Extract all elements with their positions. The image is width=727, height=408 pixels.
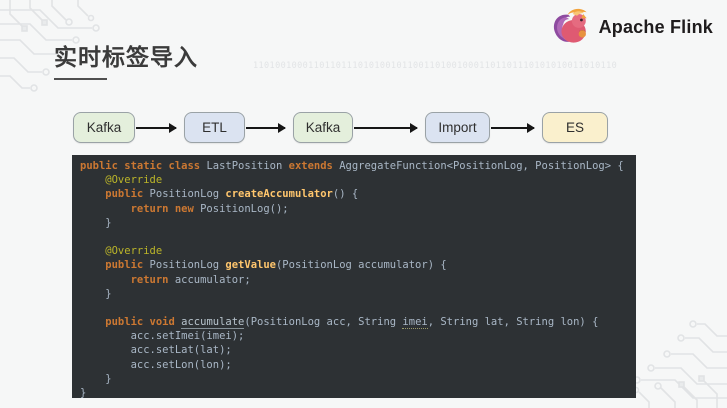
code-token: } xyxy=(80,287,112,300)
title-underline xyxy=(54,78,107,80)
code-line: public PositionLog getValue(PositionLog … xyxy=(80,258,636,272)
flow-node-import: Import xyxy=(425,112,490,143)
code-token: LastPosition xyxy=(206,160,289,172)
flink-squirrel-icon xyxy=(553,8,587,43)
code-token: PositionLog(); xyxy=(200,202,289,215)
code-line xyxy=(80,230,636,244)
flow-node-kafka-mid: Kafka xyxy=(293,112,353,143)
code-line: } xyxy=(80,386,636,398)
code-line: @Override xyxy=(80,244,636,258)
code-token: @Override xyxy=(80,174,163,187)
code-token: (PositionLog acc, String xyxy=(244,316,403,329)
flow-arrow-icon xyxy=(246,123,286,133)
code-token: getValue xyxy=(225,259,276,272)
pipeline-diagram: Kafka ETL Kafka Import ES xyxy=(0,0,727,150)
code-line: public void accumulate(PositionLog acc, … xyxy=(80,315,636,330)
code-token: acc.setImei(imei); xyxy=(80,330,245,343)
code-token: , String lat, String lon) { xyxy=(427,316,599,329)
logo-text: Apache Flink xyxy=(598,16,713,37)
apache-flink-logo: Apache Flink xyxy=(550,7,713,47)
code-token: } xyxy=(80,387,87,398)
code-line: return accumulator; xyxy=(80,273,636,287)
code-token: public static class xyxy=(80,160,207,172)
code-token: } xyxy=(80,216,112,229)
code-token: PositionLog xyxy=(149,188,226,201)
code-line: return new PositionLog(); xyxy=(80,202,636,216)
page-title: 实时标签导入 xyxy=(54,44,198,70)
code-token: accumulator; xyxy=(174,273,251,286)
code-token: imei xyxy=(402,316,428,330)
flow-arrow-icon xyxy=(354,123,418,133)
flow-arrow-icon xyxy=(491,123,535,133)
code-token: PositionLog xyxy=(149,259,226,272)
code-token: AggregateFunction<PositionLog, PositionL… xyxy=(339,160,624,172)
code-token: } xyxy=(80,372,112,385)
code-token: acc.setLon(lon); xyxy=(80,358,232,371)
code-line: acc.setLon(lon); xyxy=(80,358,636,372)
code-token: return xyxy=(80,273,175,286)
flow-node-es: ES xyxy=(542,112,608,143)
code-line: } xyxy=(80,216,636,230)
code-line xyxy=(80,301,636,315)
code-token: return new xyxy=(80,202,201,215)
code-line: public static class LastPosition extends… xyxy=(80,159,636,173)
code-line: acc.setLat(lat); xyxy=(80,343,636,357)
code-token: public xyxy=(80,188,150,201)
code-token: extends xyxy=(288,160,340,172)
flow-arrow-icon xyxy=(136,123,177,133)
code-token: @Override xyxy=(80,245,163,258)
code-block: public static class LastPosition extends… xyxy=(72,155,636,398)
code-line: acc.setImei(imei); xyxy=(80,329,636,343)
code-token: public void xyxy=(80,316,182,329)
code-token: (PositionLog accumulator) { xyxy=(275,259,447,272)
binary-decoration: 1101001000110110111010100101100110100100… xyxy=(253,61,618,71)
code-token: accumulate xyxy=(181,316,245,330)
flow-node-etl: ETL xyxy=(184,112,245,143)
code-line: } xyxy=(80,372,636,386)
code-token: acc.setLat(lat); xyxy=(80,344,232,357)
code-token: () { xyxy=(332,188,359,201)
code-line: @Override xyxy=(80,173,636,187)
code-token: createAccumulator xyxy=(225,188,333,201)
code-line: } xyxy=(80,287,636,301)
code-line: public PositionLog createAccumulator() { xyxy=(80,187,636,201)
code-token: public xyxy=(80,259,150,272)
flow-node-kafka-source: Kafka xyxy=(73,112,135,143)
